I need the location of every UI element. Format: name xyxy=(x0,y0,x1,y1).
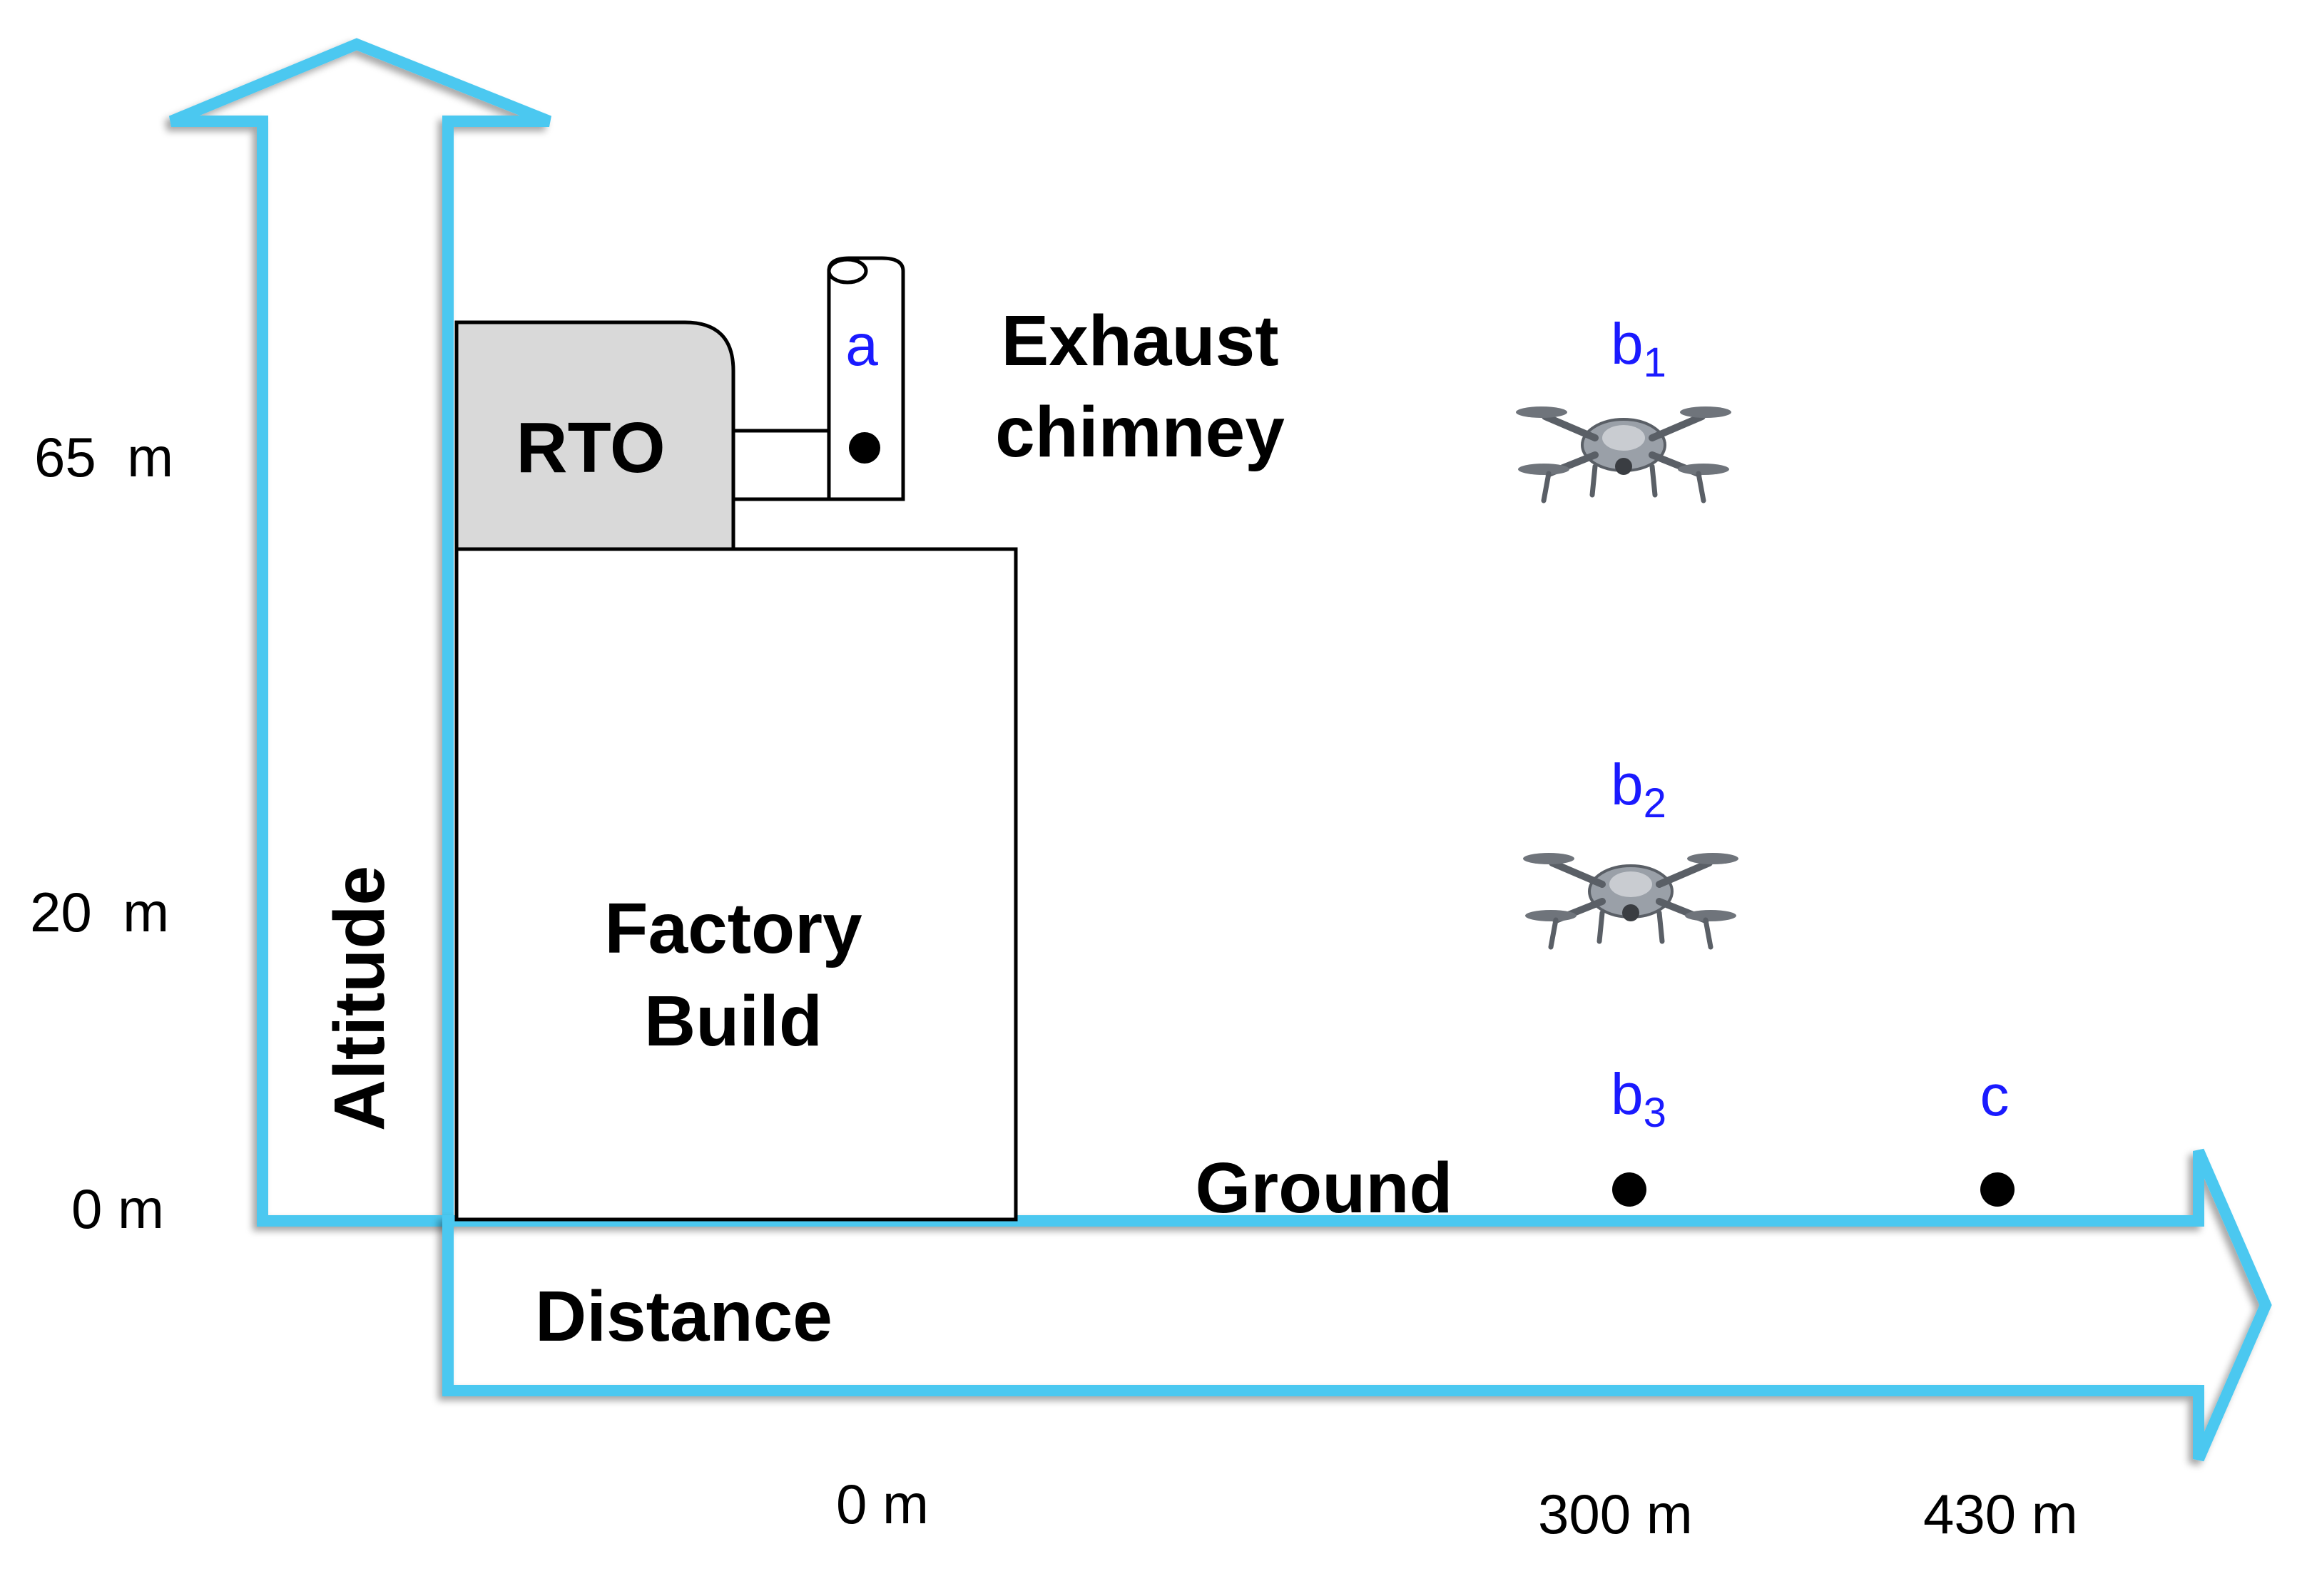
rto-unit xyxy=(454,320,735,551)
point-b1-label: b1 xyxy=(1611,312,1666,386)
point-b2-label: b2 xyxy=(1611,752,1666,827)
exhaust-label-line1: Exhaust xyxy=(1001,301,1278,381)
exhaust-label-line2: chimney xyxy=(995,392,1285,472)
altitude-tick-20: 20 m xyxy=(30,881,169,943)
point-c-marker xyxy=(1980,1172,2015,1207)
factory-label-line1: Factory xyxy=(604,889,862,968)
factory-label-line2: Build xyxy=(644,981,823,1061)
point-b3-label: b3 xyxy=(1611,1062,1666,1136)
ground-label: Ground xyxy=(1195,1148,1452,1228)
factory-building xyxy=(454,547,1018,1222)
altitude-axis-label: Altitude xyxy=(320,866,399,1131)
distance-tick-300: 300 m xyxy=(1538,1483,1693,1545)
distance-axis-arrow xyxy=(442,1148,2272,1462)
rto-label: RTO xyxy=(516,408,665,488)
altitude-tick-65: 65 m xyxy=(34,426,173,488)
point-a-label: a xyxy=(845,313,878,378)
exhaust-chimney xyxy=(827,256,905,501)
altitude-axis-arrow xyxy=(168,38,551,1227)
point-a-marker xyxy=(849,432,880,464)
altitude-tick-0: 0 m xyxy=(71,1177,164,1240)
rto-duct xyxy=(733,429,831,501)
point-c-label: c xyxy=(1980,1063,2010,1128)
distance-tick-430: 430 m xyxy=(1923,1483,2078,1545)
drone-icon xyxy=(1523,853,1738,947)
point-b3-marker xyxy=(1612,1172,1646,1207)
distance-axis-label: Distance xyxy=(535,1277,832,1356)
distance-tick-0: 0 m xyxy=(836,1473,929,1535)
drone-icon xyxy=(1516,406,1731,501)
